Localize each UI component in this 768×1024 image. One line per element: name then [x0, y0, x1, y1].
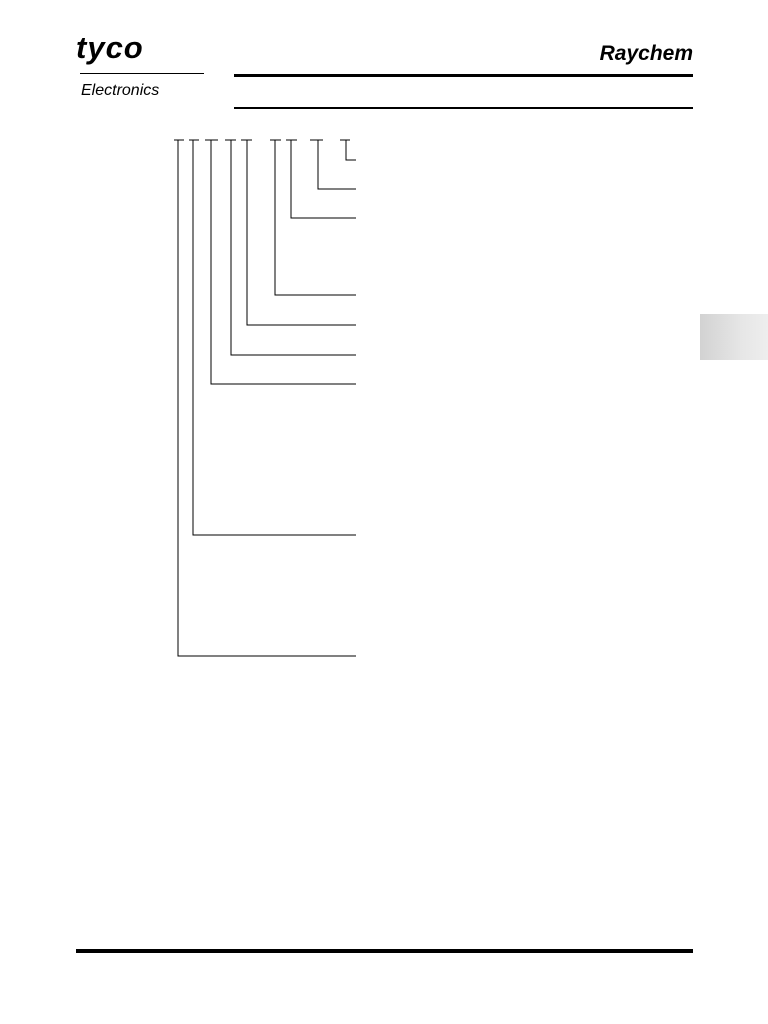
code-leader-line — [210, 140, 356, 385]
footer-rule — [76, 949, 693, 953]
logo-subtitle: Electronics — [81, 82, 160, 99]
logo-divider — [80, 73, 204, 74]
code-leader-line — [230, 140, 356, 356]
code-leader-line — [317, 140, 356, 190]
section-tab — [700, 314, 768, 360]
code-leader-line — [345, 140, 356, 161]
header-rule-bottom — [234, 107, 693, 109]
brand-name: Raychem — [599, 42, 693, 65]
code-leader-line — [192, 140, 356, 536]
code-leader-line — [246, 140, 356, 326]
header-rule-top — [234, 74, 693, 77]
code-leader-line — [274, 140, 356, 296]
tyco-logo: tyco — [76, 30, 144, 65]
code-leader-line — [290, 140, 356, 219]
code-leader-line — [177, 140, 356, 657]
